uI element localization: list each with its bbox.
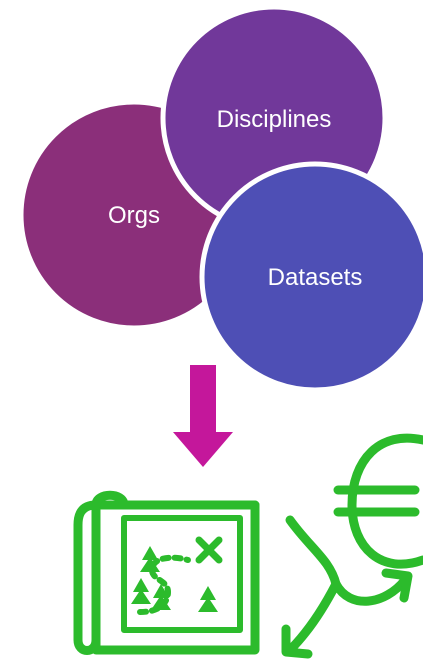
venn-diagram: Orgs Disciplines Datasets xyxy=(18,4,423,393)
down-arrow-icon xyxy=(173,365,233,467)
euro-split-arrows-icon xyxy=(281,433,423,659)
treasure-map-icon xyxy=(73,490,260,655)
datasets-circle xyxy=(199,161,423,393)
datasets-label: Datasets xyxy=(268,264,363,291)
disciplines-label: Disciplines xyxy=(217,106,332,133)
orgs-label: Orgs xyxy=(108,202,160,229)
